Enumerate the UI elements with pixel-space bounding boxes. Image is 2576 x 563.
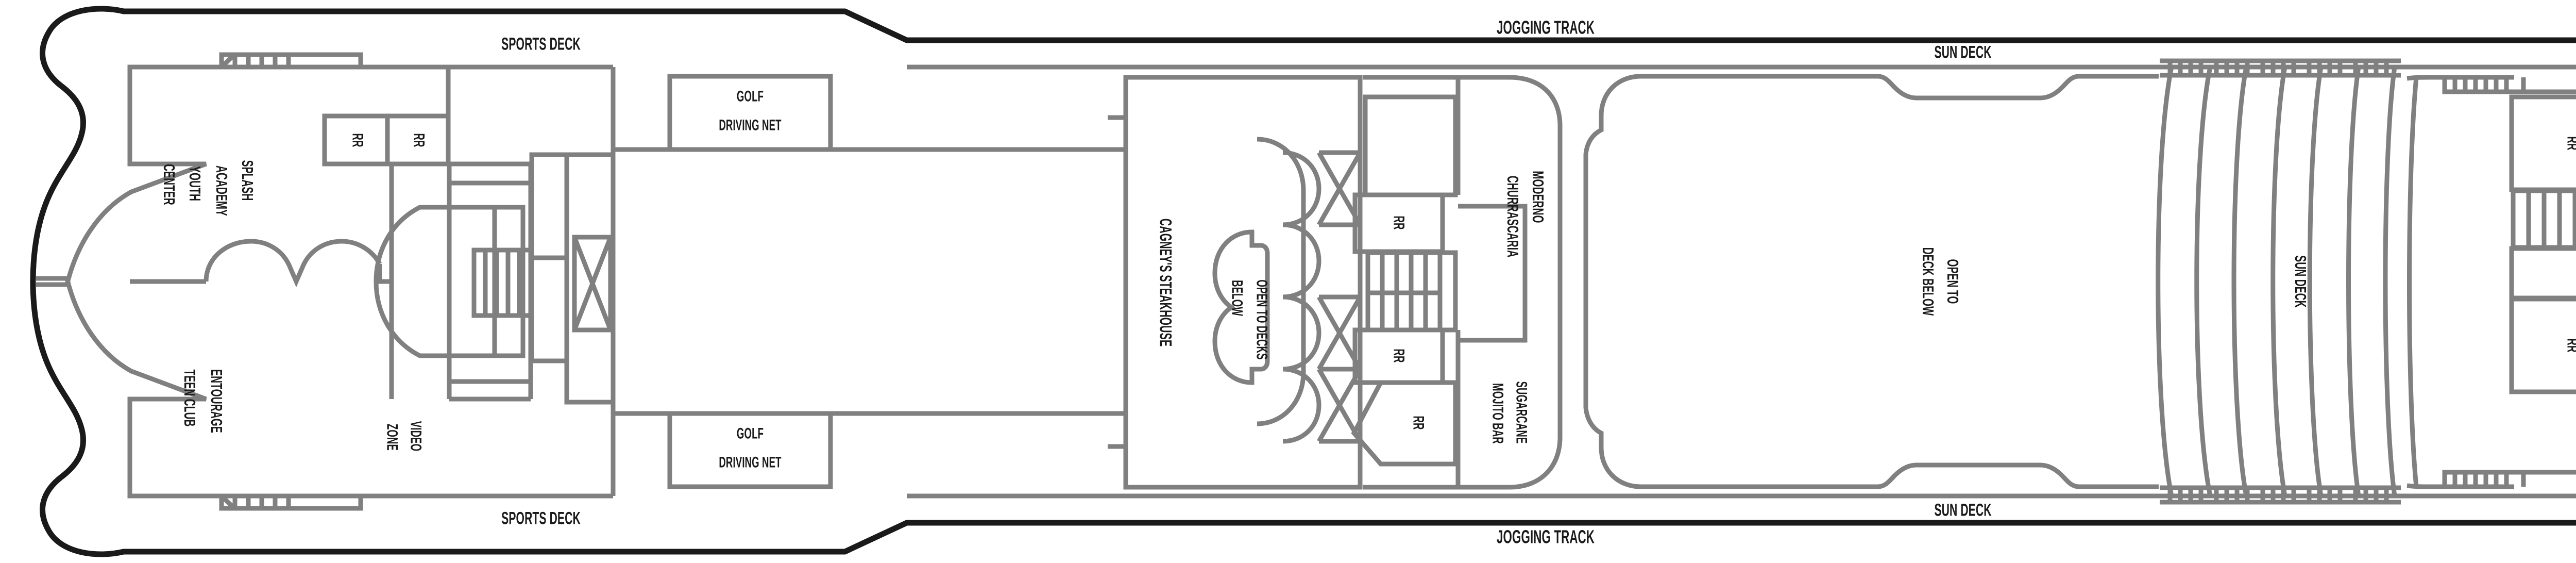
label-rr-midship-lower: RR — [1410, 416, 1427, 430]
label-sports-deck-bottom: SPORTS DECK — [501, 508, 581, 528]
label-moderno-line1: MODERNO — [1529, 171, 1547, 223]
label-golf-net-bottom-line1: GOLF — [736, 425, 764, 442]
rail-hatch-aft-top — [2442, 77, 2526, 94]
label-splash-academy-line1: SPLASH — [238, 160, 257, 201]
label-rr-aft-upper: RR — [2564, 136, 2576, 151]
label-cagneys: CAGNEY'S STEAKHOUSE — [1156, 218, 1175, 347]
cagneys-room — [1123, 75, 1363, 490]
rr-aft-upper — [2509, 94, 2576, 192]
label-rr-forward-starboard: RR — [410, 133, 428, 147]
label-rr-midship-middle: RR — [1390, 349, 1408, 363]
stairway-aft — [2511, 188, 2576, 250]
label-golf-net-top-line2: DRIVING NET — [719, 117, 782, 134]
label-sun-deck-terrace: SUN DECK — [2291, 255, 2310, 308]
label-splash-academy-line4: CENTER — [160, 164, 178, 205]
label-entourage-line1: ENTOURAGE — [207, 369, 226, 433]
rail-hatch-aft-bottom — [2442, 470, 2526, 487]
label-jogging-track-top: JOGGING TRACK — [1496, 16, 1595, 38]
hull-outline — [30, 6, 2576, 557]
label-rr-forward-port: RR — [349, 133, 366, 147]
label-video-zone-line2: ZONE — [383, 423, 401, 451]
elevator-shaft-forward — [572, 235, 613, 333]
golf-net-box-bottom — [667, 411, 833, 489]
label-rr-midship-upper: RR — [1390, 216, 1408, 230]
golf-net-box-top — [667, 74, 833, 152]
label-sun-deck-top: SUN DECK — [1934, 42, 1992, 62]
label-sun-deck-bottom: SUN DECK — [1934, 500, 1992, 520]
label-sports-deck-top: SPORTS DECK — [501, 34, 581, 54]
interior-walls — [36, 52, 2576, 511]
label-sugarcane-line1: SUGARCANE — [1513, 381, 1530, 444]
scallop-arcs — [1282, 150, 1363, 444]
terraced-sun-deck — [2156, 58, 2401, 505]
room-moderno-sub — [1363, 94, 1458, 197]
label-sugarcane-line2: MOJITO BAR — [1489, 383, 1506, 444]
label-splash-academy-line2: ACADEMY — [212, 165, 231, 217]
label-splash-academy-line3: YOUTH — [185, 166, 204, 201]
label-open-to-deck-below-line2: DECK BELOW — [1919, 247, 1937, 316]
label-open-to-deck-below-line1: OPEN TO — [1943, 259, 1962, 304]
label-jogging-track-bottom: JOGGING TRACK — [1496, 526, 1595, 548]
rr-aft-lower — [2509, 296, 2576, 394]
label-golf-net-top-line1: GOLF — [736, 88, 764, 105]
label-open-to-decks-below-line2: BELOW — [1228, 280, 1246, 316]
label-moderno-line2: CHURRASCARIA — [1503, 175, 1522, 258]
rr-mid-lower — [1351, 380, 1458, 467]
label-entourage-line2: TEEN CLUB — [180, 369, 199, 427]
label-rr-aft-lower: RR — [2564, 338, 2576, 353]
label-golf-net-bottom-line2: DRIVING NET — [719, 454, 782, 471]
label-open-to-decks-below-line1: OPEN TO DECKS — [1253, 279, 1270, 360]
label-video-zone-line1: VIDEO — [407, 421, 425, 452]
stairway-midship — [1365, 250, 1458, 333]
